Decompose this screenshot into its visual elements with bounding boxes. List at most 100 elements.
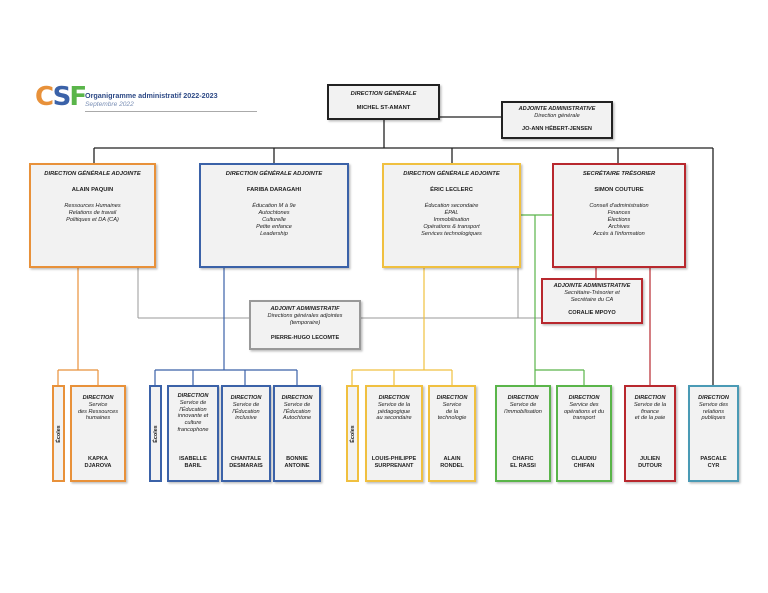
service-box-educ-autochtone: DIRECTION Service de l'Éducation Autocht… <box>273 385 321 482</box>
service-name: CLAUDIU <box>571 456 597 463</box>
service-line: des Ressources <box>77 408 119 415</box>
service-line: Service de <box>179 399 207 406</box>
dga-3-item: Éducation secondaire <box>424 203 479 209</box>
service-name: DJAROVA <box>84 463 112 470</box>
st-item: Accès à l'information <box>593 231 645 237</box>
service-box-immobilisation: DIRECTION Service de l'immobilisation CH… <box>495 385 551 482</box>
service-line: l'Éducation <box>232 408 260 415</box>
adj-dg-name: JO-ANN HÉBERT-JENSEN <box>522 126 592 132</box>
service-name: ANTOINE <box>284 463 310 470</box>
adj-dga-title: ADJOINT ADMINISTRATIF <box>270 306 340 312</box>
service-title: DIRECTION <box>177 393 209 399</box>
service-line: innovante et <box>177 413 209 420</box>
service-line: l'immobilisation <box>504 408 542 415</box>
service-name: DUTOUR <box>638 463 662 470</box>
service-line: Service de la <box>377 401 411 408</box>
adj-st-sub2: Secrétaire du CA <box>570 297 614 303</box>
service-line: humaines <box>85 415 111 422</box>
dg-box: DIRECTION GÉNÉRALE MICHEL ST-AMANT <box>327 84 440 120</box>
service-title: DIRECTION <box>378 395 410 401</box>
service-line: publiques <box>701 415 726 422</box>
adj-dg-title: ADJOINTE ADMINISTRATIVE <box>518 106 596 112</box>
dga-1-item: Ressources Humaines <box>64 203 121 209</box>
ecoles-label: Écoles <box>349 424 356 443</box>
dga-3-item: Opérations & transport <box>423 224 480 230</box>
dga-1-item: Relations de travail <box>68 210 117 216</box>
dga-2-item: Culturelle <box>262 217 286 223</box>
service-title: DIRECTION <box>634 395 666 401</box>
dga-1-item: Politiques et DA (CA) <box>66 217 119 223</box>
service-line: francophone <box>177 426 209 433</box>
service-name: CHIFAN <box>573 463 595 470</box>
dga-2-item: Leadership <box>260 231 288 237</box>
service-line: finance <box>640 408 660 415</box>
ecoles-box-yellow: Écoles <box>346 385 359 482</box>
st-item: Élections <box>607 217 631 223</box>
service-line: Service de <box>509 401 537 408</box>
dga-3-item: ÉPAL <box>444 210 459 216</box>
service-box-rh: DIRECTION Service des Ressources humaine… <box>70 385 126 482</box>
service-name: BONNIE <box>286 456 308 463</box>
service-box-pedagogique: DIRECTION Service de la pédagogique au s… <box>365 385 423 482</box>
st-title: SECRÉTAIRE TRÉSORIER <box>582 171 656 177</box>
service-line: de la <box>445 408 459 415</box>
ecoles-box-blue: Écoles <box>149 385 162 482</box>
service-line: Autochtone <box>282 415 312 422</box>
ecoles-label: Écoles <box>152 424 159 443</box>
service-box-educ-inclusive: DIRECTION Service de l'Éducation inclusi… <box>221 385 271 482</box>
csf-logo: CSF <box>35 82 87 112</box>
service-line: opérations et du <box>563 408 605 415</box>
st-item: Finances <box>607 210 631 216</box>
ecoles-label: Écoles <box>55 424 62 443</box>
service-box-relations-publiques: DIRECTION Service des relations publique… <box>688 385 739 482</box>
service-name: KAPKA <box>88 456 108 463</box>
adj-dga-name: PIERRE-HUGO LECOMTE <box>270 335 340 341</box>
adj-st-title: ADJOINTE ADMINISTRATIVE <box>553 283 631 289</box>
dg-title: DIRECTION GÉNÉRALE <box>350 91 417 97</box>
service-name: LOUIS-PHILIPPE <box>371 456 417 463</box>
page-subtitle: Septembre 2022 <box>85 101 134 108</box>
dga-3-item: Immobilisation <box>433 217 470 223</box>
service-name: RONDEL <box>440 463 464 470</box>
service-title: DIRECTION <box>281 395 313 401</box>
service-line: Service des <box>698 401 729 408</box>
st-item: Conseil d'administration <box>589 203 649 209</box>
logo-letter-c: C <box>35 82 55 112</box>
logo-letter-f: F <box>69 82 87 112</box>
adj-dga-sub2: (temporaire) <box>289 320 321 326</box>
header-divider <box>85 111 257 112</box>
ecoles-box-orange: Écoles <box>52 385 65 482</box>
service-name: CYR <box>707 463 720 470</box>
service-line: Service de <box>283 401 311 408</box>
service-name: PASCALE <box>700 456 727 463</box>
service-line: l'Éducation <box>283 408 311 415</box>
service-line: et de la paie <box>634 415 666 422</box>
service-line: Service <box>442 401 462 408</box>
dga-1-name: ALAIN PAQUIN <box>71 187 114 193</box>
adj-dga-sub: Directions générales adjointes <box>267 313 343 319</box>
adj-dga-box: ADJOINT ADMINISTRATIF Directions général… <box>249 300 361 350</box>
dg-name: MICHEL ST-AMANT <box>356 105 411 111</box>
logo-letter-s: S <box>52 82 72 112</box>
service-title: DIRECTION <box>436 395 468 401</box>
service-title: DIRECTION <box>507 395 539 401</box>
dga-3-name: ÉRIC LECLERC <box>430 187 473 193</box>
service-line: Service des <box>569 401 599 408</box>
service-title: DIRECTION <box>698 395 729 401</box>
service-name: BARIL <box>184 463 202 470</box>
service-line: culture <box>184 420 202 427</box>
service-box-technologie: DIRECTION Service de la technologie ALAI… <box>428 385 476 482</box>
service-title: DIRECTION <box>230 395 262 401</box>
dga-2-item: Autochtones <box>258 210 290 216</box>
service-name: ISABELLE <box>179 456 207 463</box>
service-title: DIRECTION <box>82 395 114 401</box>
service-line: transport <box>572 415 596 422</box>
service-box-operations: DIRECTION Service des opérations et du t… <box>556 385 612 482</box>
service-name: JULIEN <box>640 456 660 463</box>
adj-st-sub: Secrétaire-Trésorier et <box>564 290 620 296</box>
dga-1-title: DIRECTION GÉNÉRALE ADJOINTE <box>44 171 141 177</box>
service-name: CHANTALE <box>230 456 262 463</box>
dga-2-name: FARIBA DARAGAHI <box>246 187 302 193</box>
service-line: au secondaire <box>376 415 412 422</box>
dga-2-item: Petite enfance <box>256 224 292 230</box>
